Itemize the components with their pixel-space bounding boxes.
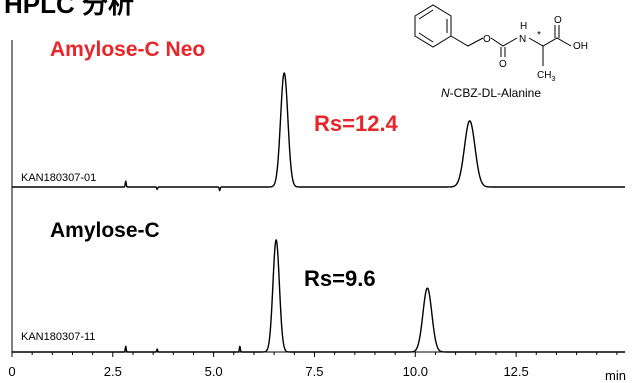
molecule-atom-labels: O O H N O OH * CH3 N-CBZ-DL-Alanine <box>441 15 588 100</box>
x-tick-label-4: 10.0 <box>403 364 428 379</box>
compound-name-rest: -CBZ-DL-Alanine <box>450 86 542 100</box>
page-title: HPLC 分析 <box>4 0 135 19</box>
sample-id-c: KAN180307-11 <box>21 331 96 343</box>
atom-o-carbonyl-2: O <box>554 15 562 26</box>
ring-double-bond-3 <box>418 32 434 43</box>
series-label-amylose-c-neo: Amylose-C Neo <box>50 38 206 61</box>
x-axis-ticks: 0 2.5 5.0 7.5 10.0 12.5 <box>8 352 618 379</box>
x-tick-label-5: 12.5 <box>503 364 528 379</box>
atom-ch3: CH3 <box>537 70 555 83</box>
series-label-amylose-c: Amylose-C <box>50 219 160 242</box>
trace-0 <box>12 72 625 192</box>
stereo-star: * <box>537 30 541 41</box>
backbone-bonds-left <box>450 35 484 47</box>
x-tick-label-0: 0 <box>8 364 15 379</box>
backbone-bonds-middle <box>490 37 518 47</box>
backbone-bonds-right <box>528 37 572 47</box>
x-unit-label: min <box>605 368 626 383</box>
ring-double-bond-1 <box>418 9 434 20</box>
x-tick-label-2: 5.0 <box>205 364 223 379</box>
atom-o-ester: O <box>483 34 491 45</box>
atom-oh: OH <box>573 41 588 52</box>
atom-h: H <box>520 21 527 32</box>
compound-name: N-CBZ-DL-Alanine <box>441 86 541 100</box>
trace-1 <box>12 239 625 353</box>
resolution-label-neo: Rs=12.4 <box>314 111 398 136</box>
compound-name-italic: N <box>441 86 450 100</box>
benzene-ring <box>414 4 452 48</box>
molecule-structure <box>414 4 572 66</box>
x-tick-label-1: 2.5 <box>104 364 122 379</box>
atom-n: N <box>519 34 526 45</box>
atom-o-carbonyl-1: O <box>499 59 507 70</box>
chromatogram-traces <box>12 72 625 353</box>
sample-id-neo: KAN180307-01 <box>21 172 97 184</box>
x-tick-label-3: 7.5 <box>305 364 323 379</box>
resolution-label-c: Rs=9.6 <box>304 266 376 291</box>
